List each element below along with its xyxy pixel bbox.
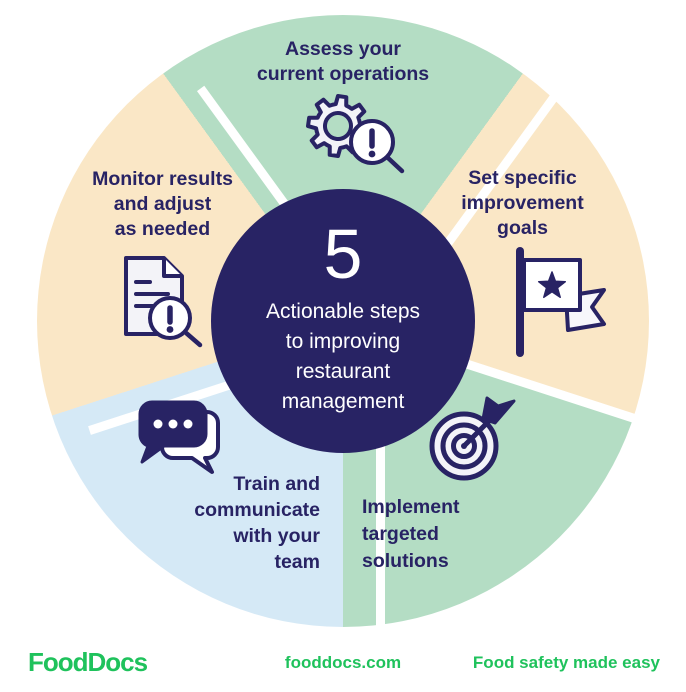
step-label-train: Train and communicate with your team bbox=[194, 473, 320, 573]
flag-star-icon bbox=[516, 247, 606, 357]
center-number: 5 bbox=[323, 215, 363, 293]
document-magnifier-icon bbox=[124, 256, 203, 348]
website-text: fooddocs.com bbox=[284, 653, 402, 672]
target-dart-icon bbox=[429, 396, 516, 481]
center-circle: 5 Actionable steps to improving restaura… bbox=[211, 189, 475, 453]
step-label-goals: Set specific improvement goals bbox=[461, 167, 584, 239]
speech-bubbles-icon bbox=[138, 400, 220, 474]
center-title: Actionable steps to improving restaurant… bbox=[265, 300, 421, 413]
footer: FoodDocs fooddocs.com Food safety made e… bbox=[0, 645, 686, 679]
step-label-monitor: Monitor results and adjust as needed bbox=[92, 168, 233, 240]
gear-magnifier-icon bbox=[306, 94, 405, 174]
step-label-assess: Assess your current operations bbox=[256, 38, 430, 85]
fooddocs-logo: FoodDocs bbox=[28, 647, 148, 677]
step-label-implement: Implement targeted solutions bbox=[362, 496, 460, 572]
tagline-text: Food safety made easy bbox=[472, 653, 660, 672]
